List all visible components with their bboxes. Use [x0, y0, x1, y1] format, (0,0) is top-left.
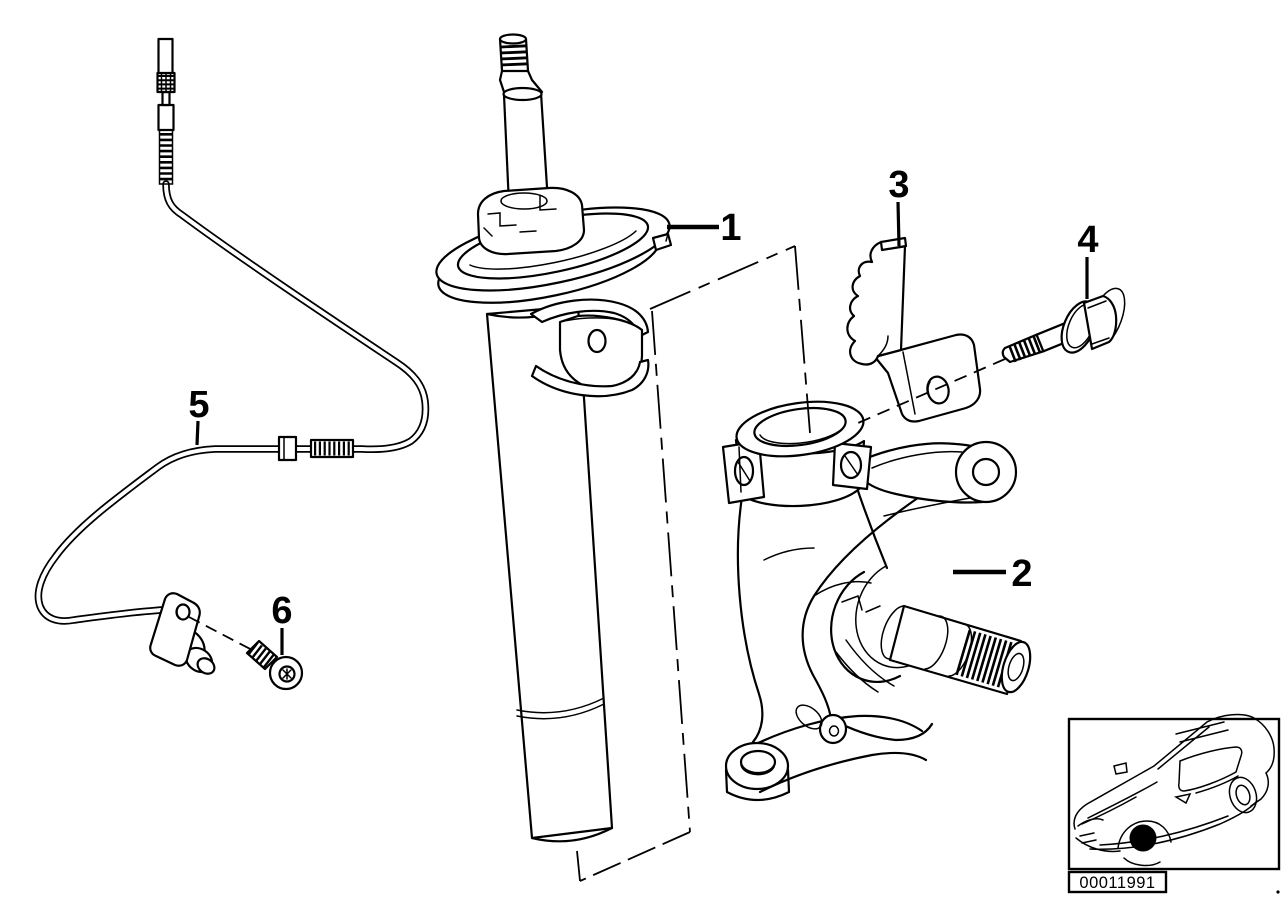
steering-knuckle	[721, 400, 1032, 802]
cable-holder-bracket	[846, 236, 982, 423]
screw-threads	[247, 641, 275, 669]
cable-rib-section	[309, 438, 355, 459]
steering-arm	[858, 440, 1018, 517]
diagram-code-box	[1067, 870, 1168, 894]
cable-grommet	[277, 435, 298, 462]
abs-sensor-cable	[34, 37, 430, 675]
wheel-spindle	[880, 604, 1032, 696]
spindle-threads	[955, 629, 1013, 688]
car-outline-icon	[1073, 713, 1275, 867]
socket-head-screw	[245, 639, 304, 691]
callout-5-label[interactable]: 5	[188, 384, 209, 426]
axis-lines	[794, 245, 1006, 434]
abs-sensor-head	[149, 592, 216, 675]
hex-bolt	[1001, 287, 1126, 364]
callout-6-label[interactable]: 6	[271, 590, 292, 632]
front-axle-position-dot	[1129, 824, 1157, 852]
diagram-code: 00011991	[1079, 874, 1155, 892]
clamp-bore	[753, 406, 847, 448]
strut-fork-bracket	[529, 298, 650, 398]
top-mount-hub	[476, 186, 586, 256]
front-spring-strut	[435, 33, 673, 843]
lower-bushing-eye	[724, 704, 928, 802]
callout-1-label[interactable]: 1	[720, 207, 741, 249]
car-position-inset: 00011991	[1067, 713, 1281, 894]
callout-1: 1	[667, 207, 742, 249]
callout-5: 5	[188, 384, 210, 446]
callout-4: 4	[1077, 219, 1099, 299]
callout-6: 6	[271, 590, 293, 655]
stray-dot	[1276, 890, 1280, 894]
alignment-box	[576, 245, 796, 882]
inset-frame	[1067, 717, 1281, 871]
callout-5-leader	[195, 420, 200, 446]
callout-3-label[interactable]: 3	[888, 164, 909, 206]
cable-connector	[156, 37, 176, 185]
callout-2-label[interactable]: 2	[1011, 553, 1032, 595]
callout-4-label[interactable]: 4	[1077, 219, 1098, 261]
piston-rod	[498, 33, 550, 207]
callout-2: 2	[953, 553, 1033, 595]
strut-clamp-ring	[721, 400, 873, 508]
callout-3-leader	[896, 201, 901, 247]
callout-3: 3	[888, 164, 910, 247]
